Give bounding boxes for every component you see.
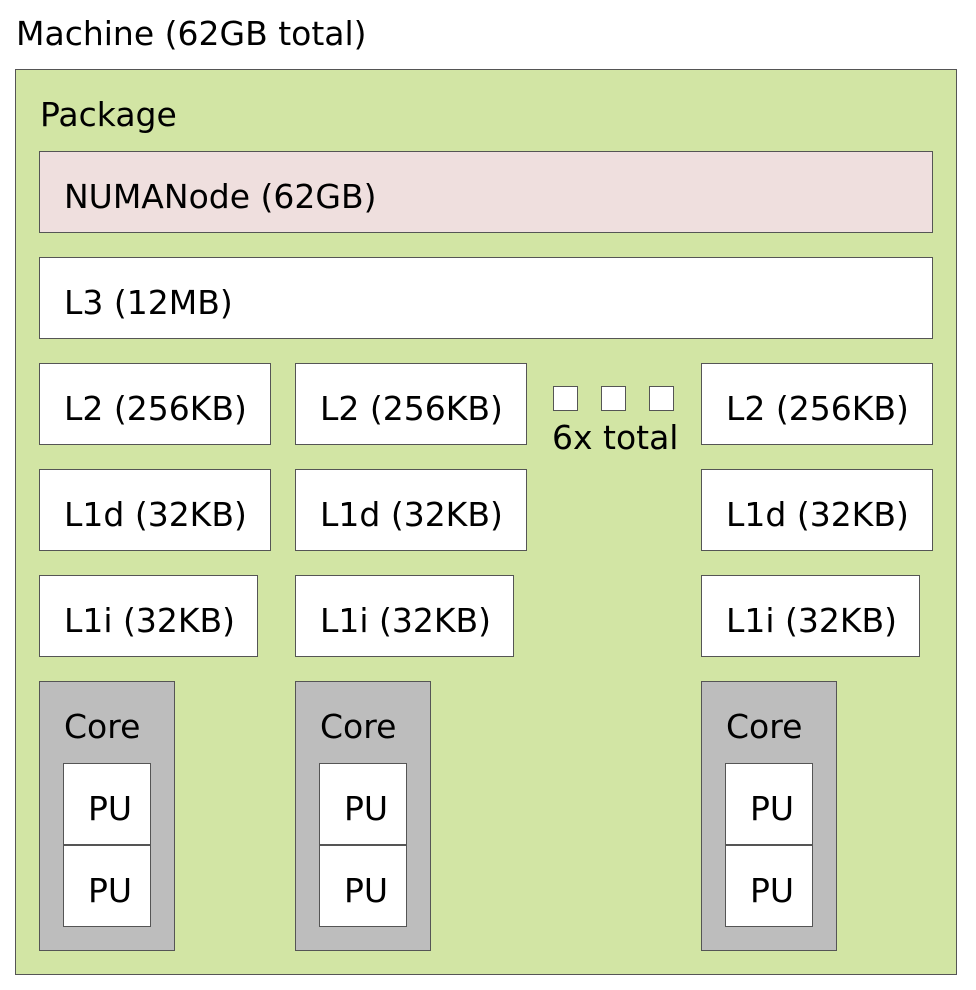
l1d-cache-label: L1d (32KB) [320, 495, 503, 534]
l3-cache-box: L3 (12MB) [39, 257, 933, 339]
l1d-cache-box: L1d (32KB) [39, 469, 271, 551]
pu-box: PU [63, 845, 151, 927]
core-label: Core [64, 707, 141, 746]
l3-cache-label: L3 (12MB) [64, 283, 233, 322]
l1i-cache-label: L1i (32KB) [726, 601, 898, 640]
core-label: Core [726, 707, 803, 746]
pu-label: PU [344, 789, 389, 828]
l1d-cache-label: L1d (32KB) [726, 495, 909, 534]
machine-label: Machine (62GB total) [16, 14, 367, 53]
l1d-cache-box: L1d (32KB) [295, 469, 527, 551]
pu-label: PU [88, 871, 133, 910]
collapsed-square-icon [553, 386, 578, 411]
numa-node-box: NUMANode (62GB) [39, 151, 933, 233]
l1d-cache-box: L1d (32KB) [701, 469, 933, 551]
package-label: Package [40, 95, 177, 134]
l1i-cache-box: L1i (32KB) [295, 575, 514, 657]
pu-label: PU [344, 871, 389, 910]
collapsed-total-label: 6x total [552, 418, 679, 457]
l1i-cache-box: L1i (32KB) [701, 575, 920, 657]
pu-box: PU [63, 763, 151, 845]
core-label: Core [320, 707, 397, 746]
l1i-cache-label: L1i (32KB) [320, 601, 492, 640]
pu-label: PU [88, 789, 133, 828]
l1i-cache-box: L1i (32KB) [39, 575, 258, 657]
l1d-cache-label: L1d (32KB) [64, 495, 247, 534]
l2-cache-box: L2 (256KB) [295, 363, 527, 445]
l2-cache-box: L2 (256KB) [39, 363, 271, 445]
collapsed-square-icon [649, 386, 674, 411]
pu-label: PU [750, 871, 795, 910]
l2-cache-label: L2 (256KB) [726, 389, 909, 428]
pu-box: PU [319, 763, 407, 845]
l2-cache-box: L2 (256KB) [701, 363, 933, 445]
pu-box: PU [319, 845, 407, 927]
pu-box: PU [725, 763, 813, 845]
numa-node-label: NUMANode (62GB) [64, 177, 377, 216]
l2-cache-label: L2 (256KB) [64, 389, 247, 428]
l2-cache-label: L2 (256KB) [320, 389, 503, 428]
pu-label: PU [750, 789, 795, 828]
pu-box: PU [725, 845, 813, 927]
l1i-cache-label: L1i (32KB) [64, 601, 236, 640]
collapsed-square-icon [601, 386, 626, 411]
